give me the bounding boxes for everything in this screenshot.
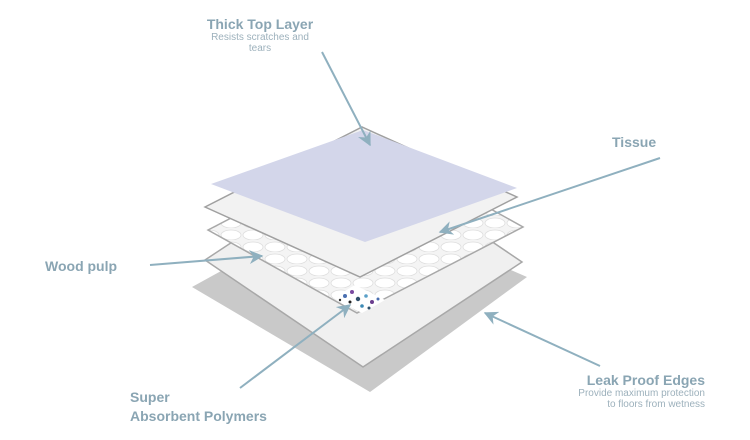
top-layer [211,130,517,242]
label-sap: Super Absorbent Polymers [130,388,267,426]
label-leak-proof: Leak Proof Edges Provide maximum protect… [578,372,705,410]
label-wood-pulp: Wood pulp [45,258,118,274]
leak-proof-subtitle-line2: to floors from wetness [607,399,705,410]
leak-proof-title: Leak Proof Edges [586,372,705,388]
label-top-layer: Thick Top Layer Resists scratches and te… [200,16,320,54]
sap-granules [333,285,385,313]
arrow-sap [239,304,352,389]
leak-proof-subtitle-line1: Provide maximum protection [578,388,705,399]
arrow-top-layer [321,51,371,147]
arrow-leak-proof [483,311,601,367]
sap-title-line1: Super [130,389,170,405]
sap-title-line2: Absorbent Polymers [130,408,267,424]
arrow-wood-pulp [149,250,264,266]
arrow-tissue [438,157,661,235]
label-tissue: Tissue [612,134,657,150]
top-layer-subtitle: Resists scratches and tears [211,32,309,54]
top-layer-title: Thick Top Layer [206,16,314,32]
